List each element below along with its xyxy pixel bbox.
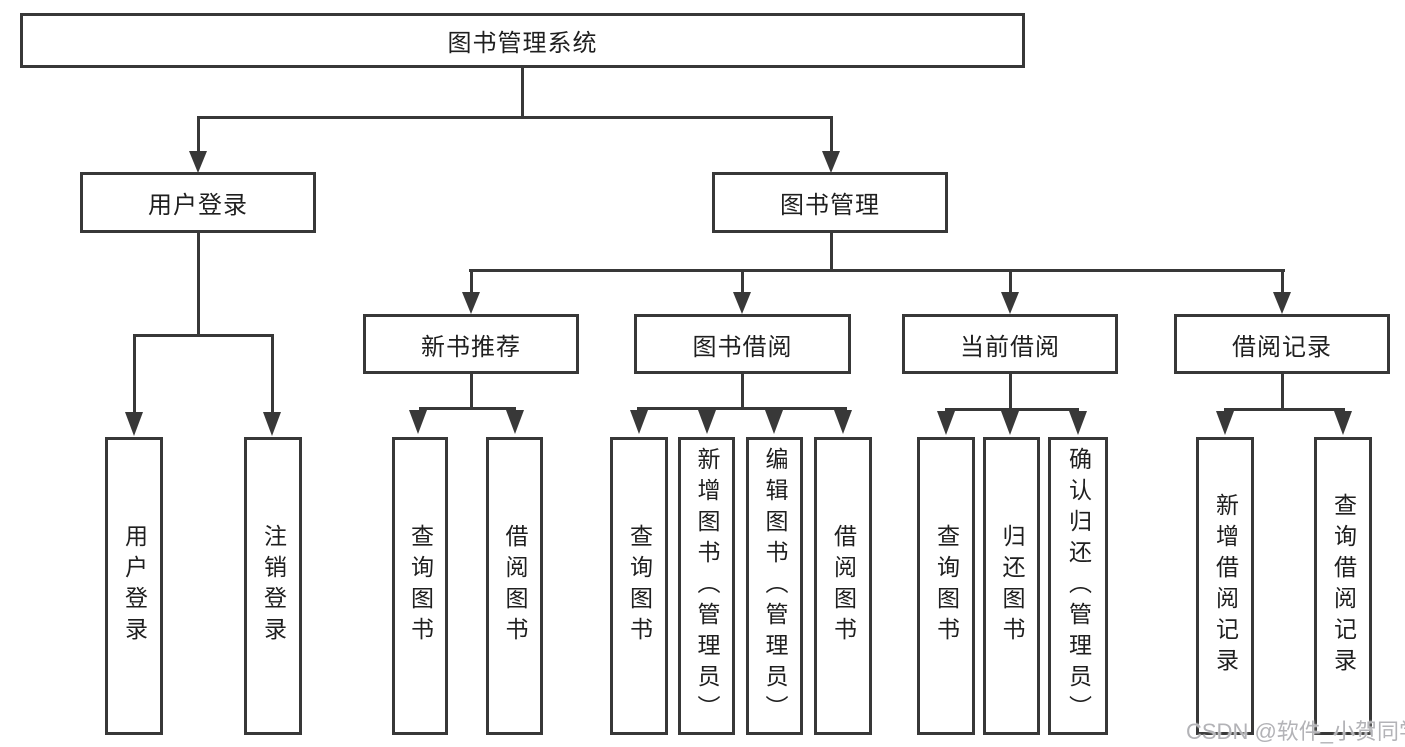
connector-book-mgmt-drop-1: [470, 272, 473, 294]
leaf-records-query: 查询借阅记录: [1314, 437, 1372, 735]
arrow-down-icon: [822, 151, 840, 173]
node-borrowing-label: 图书借阅: [692, 333, 793, 361]
leaf-current-return-label: 归还图书: [999, 524, 1025, 648]
leaf-current-confirm-label: 确认归还（管理员）: [1065, 446, 1092, 726]
leaf-borrowing-add: 新增图书（管理员）: [678, 437, 735, 735]
leaf-newbooks-query: 查询图书: [392, 437, 448, 735]
connector-book-mgmt-drop-4: [1281, 272, 1284, 294]
connector-book-mgmt-stem: [830, 233, 833, 271]
leaf-borrowing-add-label: 新增图书（管理员）: [694, 446, 720, 726]
connector-records-stem: [1281, 374, 1284, 408]
connector-current-stem: [1009, 374, 1012, 408]
leaf-newbooks-borrow: 借阅图书: [486, 437, 543, 735]
arrow-down-icon: [937, 411, 955, 435]
leaf-current-query-label: 查询图书: [933, 524, 960, 648]
connector-user-login-drop-right: [271, 337, 274, 413]
leaf-borrowing-query-label: 查询图书: [626, 524, 653, 648]
csdn-watermark: CSDN @软件_小贺同学: [1186, 719, 1405, 744]
connector-book-mgmt-drop-3: [1009, 272, 1012, 294]
node-root-system-label: 图书管理系统: [447, 30, 598, 57]
arrow-down-icon: [1069, 411, 1087, 435]
leaf-user-login: 用户登录: [105, 437, 163, 735]
arrow-down-icon: [1001, 292, 1019, 314]
connector-records-rail: [1224, 408, 1345, 411]
connector-book-mgmt-drop-2: [741, 272, 744, 294]
connector-root-stem: [521, 66, 524, 118]
leaf-current-return: 归还图书: [983, 437, 1040, 735]
node-new-books-label: 新书推荐: [421, 333, 521, 361]
arrow-down-icon: [834, 410, 852, 434]
arrow-down-icon: [1334, 411, 1352, 435]
arrow-down-icon: [506, 410, 524, 434]
leaf-records-add-label: 新增借阅记录: [1212, 493, 1239, 679]
connector-root-rail: [197, 116, 833, 119]
connector-root-drop-right: [830, 118, 833, 154]
leaf-newbooks-query-label: 查询图书: [407, 524, 434, 648]
connector-user-login-stem: [197, 233, 200, 336]
leaf-borrowing-edit-label: 编辑图书（管理员）: [762, 446, 788, 726]
arrow-down-icon: [1001, 411, 1019, 435]
node-borrow-records: 借阅记录: [1174, 314, 1390, 374]
arrow-down-icon: [1273, 292, 1291, 314]
connector-borrowing-stem: [741, 374, 744, 407]
arrow-down-icon: [125, 412, 143, 436]
arrow-down-icon: [630, 410, 648, 434]
node-root-system: 图书管理系统: [20, 13, 1025, 68]
connector-user-login-drop-left: [133, 337, 136, 413]
leaf-user-login-label: 用户登录: [121, 524, 148, 648]
node-user-login: 用户登录: [80, 172, 316, 233]
connector-current-rail: [945, 408, 1079, 411]
node-borrowing: 图书借阅: [634, 314, 851, 374]
connector-new-books-rail: [419, 407, 516, 410]
leaf-borrowing-borrow-label: 借阅图书: [830, 524, 857, 648]
leaf-records-add: 新增借阅记录: [1196, 437, 1254, 735]
leaf-borrowing-edit: 编辑图书（管理员）: [746, 437, 803, 735]
arrow-down-icon: [1216, 411, 1234, 435]
leaf-records-query-label: 查询借阅记录: [1330, 493, 1357, 679]
node-book-management: 图书管理: [712, 172, 948, 233]
leaf-borrowing-query: 查询图书: [610, 437, 668, 735]
leaf-logout-label: 注销登录: [260, 524, 287, 648]
leaf-borrowing-borrow: 借阅图书: [814, 437, 872, 735]
node-new-books: 新书推荐: [363, 314, 579, 374]
leaf-logout: 注销登录: [244, 437, 302, 735]
node-current-borrow: 当前借阅: [902, 314, 1118, 374]
leaf-current-query: 查询图书: [917, 437, 975, 735]
connector-user-login-rail: [133, 334, 274, 337]
arrow-down-icon: [733, 292, 751, 314]
arrow-down-icon: [698, 410, 716, 434]
node-user-login-label: 用户登录: [148, 192, 248, 219]
node-current-borrow-label: 当前借阅: [960, 333, 1060, 361]
node-borrow-records-label: 借阅记录: [1232, 333, 1332, 361]
leaf-newbooks-borrow-label: 借阅图书: [502, 524, 528, 648]
leaf-current-confirm: 确认归还（管理员）: [1048, 437, 1108, 735]
node-book-management-label: 图书管理: [780, 192, 880, 219]
arrow-down-icon: [765, 410, 783, 434]
connector-new-books-stem: [470, 374, 473, 407]
arrow-down-icon: [263, 412, 281, 436]
arrow-down-icon: [189, 151, 207, 173]
connector-book-mgmt-rail: [469, 269, 1285, 272]
connector-root-drop-left: [197, 118, 200, 154]
arrow-down-icon: [409, 410, 427, 434]
connector-borrowing-rail: [637, 407, 847, 410]
arrow-down-icon: [462, 292, 480, 314]
